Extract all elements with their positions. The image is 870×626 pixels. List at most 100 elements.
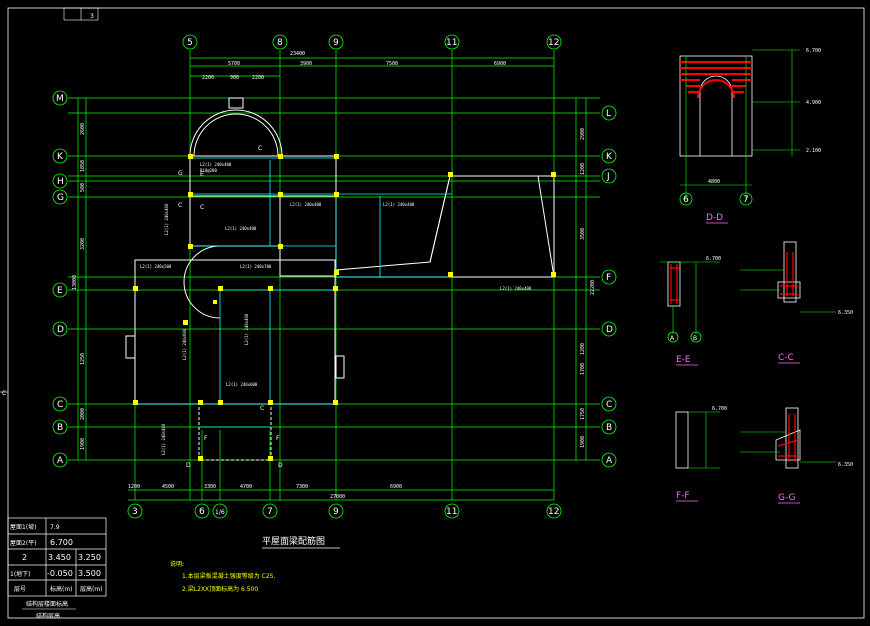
svg-text:F: F (276, 435, 280, 442)
dim-right-5: 1200 (580, 343, 586, 355)
grid-left-K: K (57, 152, 64, 162)
dim-top-sub-1: 2200 (202, 75, 214, 81)
tbl-r2c2: 3.250 (78, 553, 101, 562)
dim-left-total: 13000 (72, 275, 78, 290)
note-2: 2.梁L2XX顶面标高为 6.500 (182, 585, 258, 593)
beam-label-10: L2(1) 240x600 (182, 328, 187, 360)
grid-bot-3: 3 (132, 507, 138, 517)
tbl-r1c0: 屋面2(平) (10, 540, 37, 547)
drawing-title: 平屋面梁配筋图 (262, 535, 325, 547)
section-cc-title: C-C (778, 353, 794, 363)
dim-left-1: 2600 (80, 123, 86, 135)
grid-top-9: 9 (333, 38, 339, 48)
grid-bubbles-left (52, 90, 68, 468)
beam-label-11: L2(1) 240x400 (244, 313, 249, 345)
svg-text:G: G (178, 170, 183, 177)
tbl-r0c0: 屋面1(坡) (10, 523, 37, 531)
dim-bot-2: 4500 (162, 484, 174, 490)
grid-right-D: D (606, 325, 613, 335)
beam-labels: L2(1) 240x400 B10@200 L2(1) 240x400 L2(1… (140, 162, 532, 455)
grid-right-L: L (606, 109, 611, 119)
grid-left-C: C (57, 400, 63, 410)
beam-label-4: L2(1) 240x400 (225, 226, 257, 231)
notes-header: 说明: (170, 560, 184, 568)
dim-bot-total: 27000 (330, 494, 345, 500)
grid-right-F: F (606, 273, 611, 283)
dim-top-4: 6900 (494, 61, 506, 67)
tbl-r3c1: -0.050 (47, 569, 73, 578)
grid-top-8: 8 (277, 38, 283, 48)
grid-bot-6: 6 (199, 507, 205, 517)
beam-label-6: L2(1) 240x700 (240, 264, 272, 269)
section-dd: 6 7 4800 6.700 4.900 2.100 D-D (679, 48, 821, 224)
dim-top-1: 5700 (228, 61, 240, 67)
section-ee-title: E-E (676, 355, 691, 365)
grid-left-H: H (57, 177, 64, 187)
grid-left-M: M (56, 94, 64, 104)
tbl-r3c2: 3.500 (78, 569, 101, 578)
cc-elev: 6.350 (838, 310, 853, 316)
grid-top-11: 11 (446, 38, 457, 48)
svg-text:D: D (278, 462, 283, 469)
dim-left-8: 1900 (80, 438, 86, 450)
main-plan: 23400 5700 3900 7500 6900 2200 900 2200 … (52, 34, 617, 549)
ff-elev: 6.700 (712, 406, 727, 412)
ee-elev: 6.700 (706, 256, 721, 262)
level-table: 屋面1(坡) 7.9 屋面2(平) 6.700 2 3.450 3.250 1(… (7, 517, 107, 620)
grid-bubbles-right (601, 105, 617, 468)
beam-label-5: L2(1) 240x500 (140, 264, 172, 269)
section-ee: A B 6.700 E-E (660, 256, 721, 366)
dd-elev-1: 6.700 (806, 48, 821, 54)
beam-label-1: L2(1) 240x400 (200, 162, 232, 167)
dim-bot-4: 4700 (240, 484, 252, 490)
grid-right-J: J (606, 172, 610, 182)
grid-bubbles-bottom: 3 6 1/6 7 9 11 12 (127, 503, 562, 519)
beams (135, 157, 452, 428)
dim-right-6: 1700 (580, 363, 586, 375)
svg-text:C: C (260, 405, 264, 412)
grid-left-D: D (57, 325, 64, 335)
dim-left-6: 1250 (80, 353, 86, 365)
svg-text:C: C (258, 145, 262, 152)
notes: 说明: 1.本层梁板混凝土强度等级为 C25. 2.梁L2XX顶面标高为 6.5… (170, 560, 275, 593)
dim-bot-6: 6900 (390, 484, 402, 490)
dim-right-3: 3500 (580, 228, 586, 240)
section-dd-title: D-D (706, 213, 723, 223)
grid-right-C: C (606, 400, 612, 410)
dim-right-1: 2900 (580, 128, 586, 140)
svg-text:F: F (204, 435, 208, 442)
svg-text:C: C (178, 202, 182, 209)
grid-right-A: A (606, 456, 613, 466)
ee-grid-b: B (693, 335, 697, 342)
dd-grid-6: 6 (683, 195, 689, 205)
svg-text:C: C (200, 204, 204, 211)
note-1: 1.本层梁板混凝土强度等级为 C25. (182, 572, 275, 580)
beam-label-2: L2(1) 240x400 (290, 202, 322, 207)
dim-right-8: 1900 (580, 436, 586, 448)
tbl-r2c1: 3.450 (48, 553, 71, 562)
frame-border (7, 7, 865, 619)
grid-left-A: A (57, 456, 64, 466)
dim-bot-3: 3300 (204, 484, 216, 490)
columns (133, 154, 556, 461)
dim-left-2: 1050 (80, 160, 86, 172)
grid-right-B: B (606, 423, 612, 433)
tbl-footer2: 结构层高 (36, 612, 60, 620)
dd-dim: 4800 (708, 179, 720, 185)
grid-top-5: 5 (187, 38, 193, 48)
tbl-r1c1: 6.700 (50, 538, 73, 547)
corner-mark: C (2, 390, 6, 397)
dim-top-2: 3900 (300, 61, 312, 67)
dim-top-3: 7500 (386, 61, 398, 67)
tbl-r4c1: 标高(m) (50, 585, 73, 593)
dim-left-4: 3200 (80, 238, 86, 250)
beam-label-7: L2(1) 240x400 (500, 286, 532, 291)
svg-text:D: D (186, 462, 191, 469)
ee-grid-a: A (670, 335, 675, 342)
dim-left-3: 500 (80, 183, 86, 192)
tbl-r3c0: 1(地下) (10, 570, 31, 578)
grid-bot-9: 9 (333, 507, 339, 517)
dd-elev-3: 2.100 (806, 148, 821, 154)
